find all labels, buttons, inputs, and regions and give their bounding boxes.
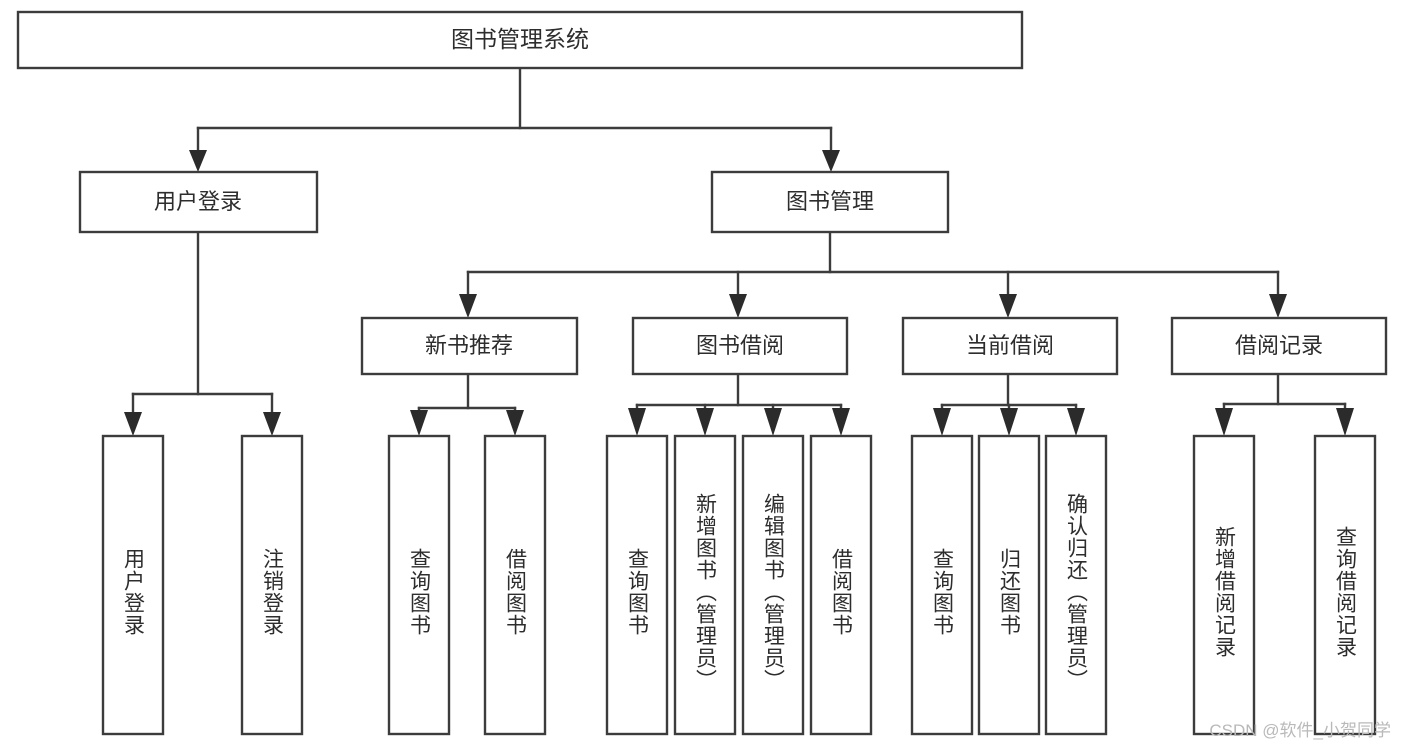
leaf-nb-borrow-book-box[interactable] (483, 434, 547, 736)
leaf-bb-edit-book-box[interactable] (741, 434, 805, 736)
arrowhead-ul-leaf1 (124, 412, 142, 436)
arrowhead-br-leaf2 (1336, 408, 1354, 436)
arrowhead-bb-leaf3 (764, 408, 782, 436)
node-new-book-recommend-box[interactable] (360, 316, 579, 376)
node-book-borrow[interactable]: 图书借阅 (631, 316, 849, 376)
node-book-borrow-label: 图书借阅 (696, 333, 784, 358)
leaf-bb-add-book-box[interactable] (673, 434, 737, 736)
arrowhead-br-leaf1 (1215, 408, 1233, 436)
arrowhead-book-mgmt (822, 150, 840, 172)
node-new-book-recommend-label: 新书推荐 (425, 333, 513, 358)
leaf-bb-add-book-label: 新增图书（管理员） (694, 493, 718, 691)
leaf-node[interactable]: 注销登录 (240, 434, 304, 736)
arrowhead-user-login (189, 150, 207, 172)
leaf-node[interactable]: 确认归还（管理员） (1044, 434, 1108, 736)
node-borrow-record-box[interactable] (1170, 316, 1388, 376)
connector-group-current-borrow (933, 372, 1085, 436)
leaf-node[interactable]: 新增图书（管理员） (673, 434, 737, 736)
node-root-label: 图书管理系统 (451, 26, 589, 52)
arrowhead-book-borrow (729, 294, 747, 318)
leaf-node[interactable]: 新增借阅记录 (1192, 434, 1256, 736)
arrowhead-borrow-record (1269, 294, 1287, 318)
leaf-bb-borrow-book-box[interactable] (809, 434, 873, 736)
leaf-cb-return-book-label: 归还图书 (998, 548, 1022, 636)
node-root-box[interactable] (16, 10, 1024, 70)
leaf-node[interactable]: 查询借阅记录 (1313, 434, 1377, 736)
leaf-logout-label: 注销登录 (261, 548, 285, 636)
leaf-cb-query-book-box[interactable] (910, 434, 974, 736)
arrowhead-cb-leaf1 (933, 408, 951, 436)
node-current-borrow-box[interactable] (901, 316, 1119, 376)
connector-group-book-mgmt (459, 230, 1287, 318)
leaf-bb-query-book-label: 查询图书 (626, 548, 650, 636)
arrowhead-current-borrow (999, 294, 1017, 318)
leaf-nb-query-book-label: 查询图书 (408, 548, 432, 636)
arrowhead-bb-leaf4 (832, 408, 850, 436)
leaf-br-add-record-box[interactable] (1192, 434, 1256, 736)
connector-group-book-borrow (628, 372, 850, 436)
leaf-node[interactable]: 借阅图书 (809, 434, 873, 736)
node-book-management-box[interactable] (710, 170, 950, 234)
leaf-bb-edit-book-label: 编辑图书（管理员） (762, 493, 786, 691)
node-user-login[interactable]: 用户登录 (78, 170, 319, 234)
node-current-borrow-label: 当前借阅 (966, 333, 1054, 358)
leaf-bb-query-book-box[interactable] (605, 434, 669, 736)
leaf-node[interactable]: 查询图书 (605, 434, 669, 736)
leaf-cb-query-book-label: 查询图书 (931, 548, 955, 636)
leaf-node[interactable]: 归还图书 (977, 434, 1041, 736)
leaf-node[interactable]: 用户登录 (101, 434, 165, 736)
arrowhead-cb-leaf3 (1067, 408, 1085, 436)
leaf-bb-borrow-book-label: 借阅图书 (830, 548, 854, 636)
connector-group-borrow-record (1215, 372, 1354, 436)
node-current-borrow[interactable]: 当前借阅 (901, 316, 1119, 376)
node-book-management-label: 图书管理 (786, 189, 874, 214)
leaf-br-query-record-box[interactable] (1313, 434, 1377, 736)
arrowhead-new-book (459, 294, 477, 318)
leaf-br-query-record-label: 查询借阅记录 (1334, 526, 1358, 658)
arrowhead-nb-leaf1 (410, 410, 428, 436)
arrowhead-nb-leaf2 (506, 410, 524, 436)
connector-group-user-login (124, 230, 281, 436)
arrowhead-bb-leaf2 (696, 408, 714, 436)
connector-group-root (189, 66, 840, 172)
node-book-borrow-box[interactable] (631, 316, 849, 376)
node-user-login-box[interactable] (78, 170, 319, 234)
leaf-cb-confirm-return-box[interactable] (1044, 434, 1108, 736)
node-borrow-record[interactable]: 借阅记录 (1170, 316, 1388, 376)
leaf-node[interactable]: 借阅图书 (483, 434, 547, 736)
leaf-node[interactable]: 查询图书 (910, 434, 974, 736)
node-book-management[interactable]: 图书管理 (710, 170, 950, 234)
leaf-nb-query-book-box[interactable] (387, 434, 451, 736)
arrowhead-ul-leaf2 (263, 412, 281, 436)
csdn-watermark: CSDN @软件_小贺同学 (1209, 721, 1391, 740)
leaf-user-login-box[interactable] (101, 434, 165, 736)
arrowhead-bb-leaf1 (628, 408, 646, 436)
leaf-cb-confirm-return-label: 确认归还（管理员） (1065, 493, 1089, 691)
node-borrow-record-label: 借阅记录 (1235, 333, 1323, 358)
connector-group-new-book (410, 372, 524, 436)
leaf-br-add-record-label: 新增借阅记录 (1213, 526, 1237, 658)
leaf-node[interactable]: 编辑图书（管理员） (741, 434, 805, 736)
leaf-user-login-label: 用户登录 (122, 548, 146, 636)
node-root[interactable]: 图书管理系统 (16, 10, 1024, 70)
node-new-book-recommend[interactable]: 新书推荐 (360, 316, 579, 376)
leaf-logout-box[interactable] (240, 434, 304, 736)
leaf-cb-return-book-box[interactable] (977, 434, 1041, 736)
node-user-login-label: 用户登录 (154, 189, 242, 214)
leaf-nb-borrow-book-label: 借阅图书 (504, 548, 528, 636)
leaf-node[interactable]: 查询图书 (387, 434, 451, 736)
arrowhead-cb-leaf2 (1000, 408, 1018, 436)
